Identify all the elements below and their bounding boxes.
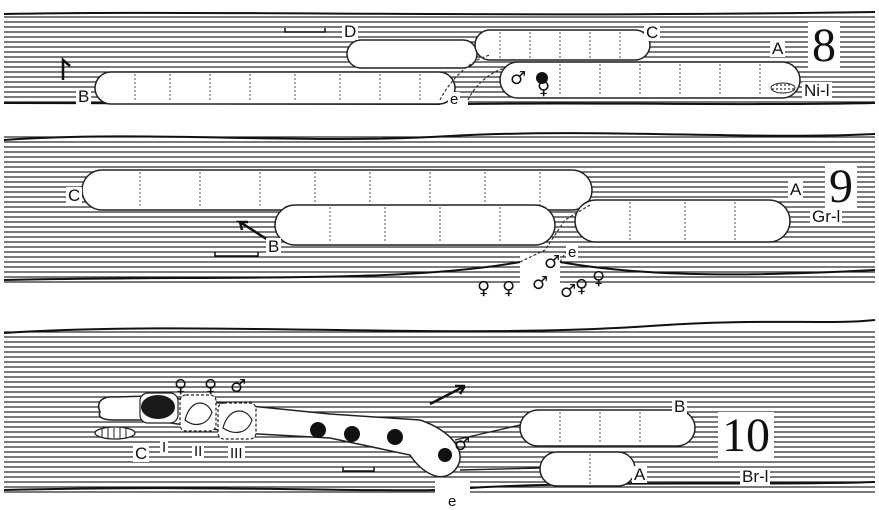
cell-label-i: I	[160, 440, 168, 455]
panel-8-top-edge	[4, 12, 875, 14]
dark-body-1	[310, 422, 326, 438]
female-symbol-9a: ♀	[475, 280, 492, 298]
dark-cell-8	[771, 83, 795, 93]
panel-9	[4, 133, 875, 287]
panel-8	[4, 12, 875, 107]
male-symbol-10b: ♂	[452, 436, 472, 454]
filament-label-c-8: C	[644, 24, 660, 41]
female-symbol-9d: ♀	[573, 278, 590, 296]
filament-label-a-8: A	[770, 40, 785, 57]
filament-label-c-9: C	[66, 187, 82, 204]
origin-label-8: e	[448, 92, 460, 107]
filament-label-a-10: A	[632, 466, 647, 483]
female-symbol-10a: ♀	[172, 378, 189, 396]
male-symbol-10a: ♂	[228, 378, 248, 396]
filament-label-b-9: B	[266, 238, 281, 255]
male-symbol-9a: ♂	[542, 254, 562, 272]
dark-body-3	[387, 429, 403, 445]
female-symbol-9b: ♀	[500, 280, 517, 298]
filament-label-b-10: B	[672, 398, 687, 415]
filament-d	[347, 40, 477, 68]
female-symbol-10b: ♀	[202, 378, 219, 396]
dark-body-4	[438, 448, 452, 462]
filament-label-a-9: A	[788, 181, 803, 198]
cell-label-iii: III	[228, 446, 245, 461]
filament-label-c-10: C	[133, 445, 149, 462]
figure-number-8: 8	[808, 22, 840, 70]
dark-body-2	[344, 426, 360, 442]
figure-number-9: 9	[825, 163, 857, 211]
male-symbol-9b: ♂	[530, 275, 550, 293]
filament-label-d-8: D	[342, 23, 358, 40]
strain-code-10: Br-l	[740, 468, 770, 485]
origin-label-10: e	[446, 494, 458, 509]
spore-10	[95, 427, 135, 439]
strain-code-9: Gr-l	[810, 208, 842, 225]
male-symbol-8: ♂	[508, 70, 528, 88]
filament-c	[475, 30, 650, 60]
origin-label-9: e	[566, 245, 578, 260]
filament-a	[575, 200, 790, 242]
filament-b	[520, 410, 695, 446]
strain-code-8: Ni-l	[802, 82, 832, 99]
filament-b	[275, 205, 555, 245]
filament-label-b-8: B	[76, 88, 91, 105]
female-symbol-9c: ♀	[590, 270, 607, 288]
female-symbol-8: ♀	[535, 80, 552, 98]
filament-a	[540, 452, 635, 486]
figure-number-10: 10	[718, 412, 774, 460]
filament-b	[95, 72, 455, 104]
cell-label-ii: II	[192, 444, 204, 459]
filament-c	[82, 170, 592, 210]
